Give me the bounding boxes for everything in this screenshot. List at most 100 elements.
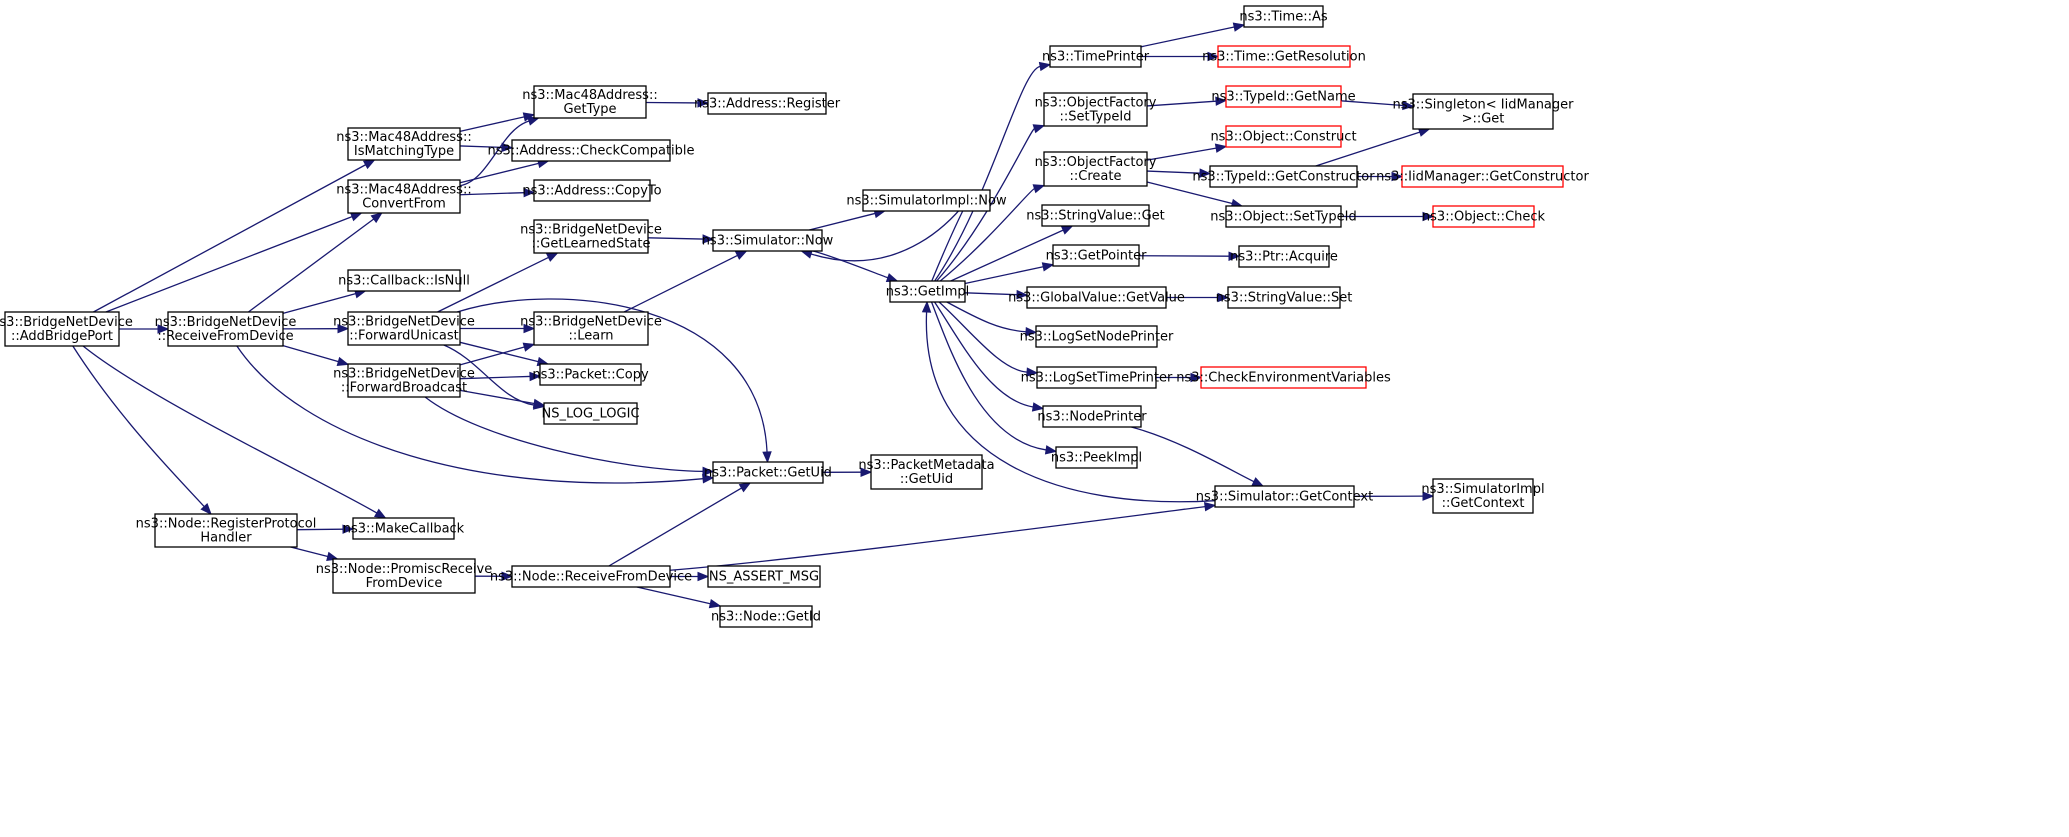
node-label-line: ns3::GetPointer <box>1046 249 1147 264</box>
node-label-line: FromDevice <box>366 576 443 591</box>
edge-line <box>93 165 365 312</box>
node-label-line: ns3::TypeId::GetConstructor <box>1192 170 1375 185</box>
node-timeprinter[interactable]: ns3::TimePrinter <box>1042 46 1150 67</box>
node-node-getid[interactable]: ns3::Node::GetId <box>711 606 821 627</box>
edge-line <box>291 547 328 557</box>
edge-arrowhead <box>736 251 747 259</box>
node-packet-copy[interactable]: ns3::Packet::Copy <box>532 364 649 385</box>
node-makecallback[interactable]: ns3::MakeCallback <box>343 518 465 539</box>
edge-timeprinter-to-time-as <box>1141 23 1244 47</box>
edge-arrowhead <box>337 358 348 366</box>
edge-node-receivefromdevice-to-simulator-getcontext <box>670 503 1215 571</box>
edge-line <box>648 238 703 239</box>
node-time-as[interactable]: ns3::Time::As <box>1239 6 1328 27</box>
node-label-line: ns3::Address::CopyTo <box>522 184 661 199</box>
node-ptr-acquire[interactable]: ns3::Ptr::Acquire <box>1230 246 1338 267</box>
edge-receivefromdevice-to-forwardbroadcast <box>283 346 348 366</box>
node-mac48-ismatchingtype[interactable]: ns3::Mac48Address::IsMatchingType <box>336 128 471 160</box>
edge-line <box>283 346 338 362</box>
node-label-line: ::SetTypeId <box>1059 110 1131 125</box>
edge-line <box>1131 427 1254 482</box>
node-stringvalue-set[interactable]: ns3::StringValue::Set <box>1216 287 1353 308</box>
node-objectfactory-settypeid[interactable]: ns3::ObjectFactory::SetTypeId <box>1035 93 1157 126</box>
node-label-line: ns3::Node::PromiscReceive <box>316 562 492 577</box>
node-time-getresolution[interactable]: ns3::Time::GetResolution <box>1202 46 1366 67</box>
node-address-copyto[interactable]: ns3::Address::CopyTo <box>522 180 661 201</box>
node-logsetnodeprinter[interactable]: ns3::LogSetNodePrinter <box>1020 326 1174 347</box>
node-iidmanager-getconstructor[interactable]: ns3::IidManager::GetConstructor <box>1376 166 1589 187</box>
node-label-line: IsMatchingType <box>354 144 454 159</box>
node-getlearnedstate[interactable]: ns3::BridgeNetDevice::GetLearnedState <box>520 220 662 253</box>
node-learn[interactable]: ns3::BridgeNetDevice::Learn <box>520 312 662 345</box>
node-packet-getuid[interactable]: ns3::Packet::GetUid <box>704 462 832 483</box>
node-label-line: ns3::Singleton< IidManager <box>1392 98 1574 113</box>
node-objectfactory-create[interactable]: ns3::ObjectFactory::Create <box>1035 152 1157 186</box>
edge-arrowhead <box>739 483 750 492</box>
edge-line <box>809 213 875 230</box>
node-address-checkcompatible[interactable]: ns3::Address::CheckCompatible <box>487 140 694 161</box>
node-label-line: ns3::MakeCallback <box>343 522 465 537</box>
node-label-line: NS_ASSERT_MSG <box>709 570 819 585</box>
node-object-settypeid[interactable]: ns3::Object::SetTypeId <box>1210 206 1356 227</box>
node-label-line: >::Get <box>1462 112 1505 127</box>
node-receivefromdevice[interactable]: ns3::BridgeNetDevice::ReceiveFromDevice <box>155 312 297 346</box>
edge-getimpl-to-getpointer <box>965 263 1053 284</box>
edge-line <box>813 251 888 278</box>
node-label-line: ::ForwardBroadcast <box>341 381 467 396</box>
node-stringvalue-get[interactable]: ns3::StringValue::Get <box>1026 205 1164 226</box>
node-ns-log-logic[interactable]: NS_LOG_LOGIC <box>541 403 639 424</box>
node-object-construct[interactable]: ns3::Object::Construct <box>1210 126 1356 147</box>
edge-line <box>637 587 710 604</box>
node-label-line: ns3::PacketMetadata <box>858 458 994 473</box>
edge-arrowhead <box>523 343 534 351</box>
node-ns-assert-msg[interactable]: NS_ASSERT_MSG <box>708 566 820 587</box>
edge-arrowhead <box>698 573 708 581</box>
node-label-line: ns3::Mac48Address:: <box>522 88 657 103</box>
edge-arrowhead <box>763 452 771 462</box>
node-getimpl[interactable]: ns3::GetImpl <box>886 281 970 302</box>
edge-arrowhead <box>923 302 931 312</box>
node-nodeprinter[interactable]: ns3::NodePrinter <box>1037 406 1147 427</box>
node-label-line: ns3::GlobalValue::GetValue <box>1008 291 1185 306</box>
node-label-line: ::ForwardUnicast <box>349 329 458 344</box>
node-label-line: ns3::SimulatorImpl::Now <box>846 194 1007 209</box>
node-label-line: ns3::Object::SetTypeId <box>1210 210 1356 225</box>
edge-line <box>947 302 1026 332</box>
edge-arrowhead <box>375 510 386 518</box>
node-packetmetadata-getuid[interactable]: ns3::PacketMetadata::GetUid <box>858 455 994 489</box>
node-object-check[interactable]: ns3::Object::Check <box>1422 206 1546 227</box>
node-peekimpl[interactable]: ns3::PeekImpl <box>1051 447 1142 468</box>
node-node-receivefromdevice[interactable]: ns3::Node::ReceiveFromDevice <box>490 566 692 587</box>
node-simulatorimpl-now[interactable]: ns3::SimulatorImpl::Now <box>846 190 1007 211</box>
node-getpointer[interactable]: ns3::GetPointer <box>1046 245 1147 266</box>
node-callback-isnull[interactable]: ns3::Callback::IsNull <box>338 270 470 291</box>
nodes-layer: ns3::BridgeNetDevice::AddBridgePortns3::… <box>0 6 1589 627</box>
node-address-register[interactable]: ns3::Address::Register <box>694 93 841 114</box>
node-typeid-getname[interactable]: ns3::TypeId::GetName <box>1211 86 1355 107</box>
node-checkenvironmentvariables[interactable]: ns3::CheckEnvironmentVariables <box>1176 367 1391 388</box>
edge-objectfactory-create-to-object-construct <box>1147 144 1226 160</box>
edge-line <box>624 255 737 312</box>
node-label-line: ::ReceiveFromDevice <box>157 329 293 344</box>
node-forwardbroadcast[interactable]: ns3::BridgeNetDevice::ForwardBroadcast <box>333 364 475 397</box>
node-simulatorimpl-getcontext[interactable]: ns3::SimulatorImpl::GetContext <box>1421 479 1544 513</box>
node-forwardunicast[interactable]: ns3::BridgeNetDevice::ForwardUnicast <box>333 312 475 345</box>
node-mac48-convertfrom[interactable]: ns3::Mac48Address::ConvertFrom <box>336 180 471 213</box>
node-typeid-getconstructor[interactable]: ns3::TypeId::GetConstructor <box>1192 166 1375 187</box>
node-label-line: ::Create <box>1070 169 1122 184</box>
node-label-line: ns3::BridgeNetDevice <box>333 315 475 330</box>
node-simulator-getcontext[interactable]: ns3::Simulator::GetContext <box>1196 486 1373 507</box>
node-simulator-now[interactable]: ns3::Simulator::Now <box>702 230 834 251</box>
node-label-line: ns3::BridgeNetDevice <box>333 367 475 382</box>
node-globalvalue-getvalue[interactable]: ns3::GlobalValue::GetValue <box>1008 287 1185 308</box>
node-singleton-get[interactable]: ns3::Singleton< IidManager>::Get <box>1392 94 1574 129</box>
node-logsettimeprinter[interactable]: ns3::LogSetTimePrinter <box>1021 367 1173 388</box>
node-mac48-gettype[interactable]: ns3::Mac48Address::GetType <box>522 86 657 118</box>
edge-arrowhead <box>351 213 362 220</box>
node-label-line: ns3::PeekImpl <box>1051 451 1142 466</box>
node-label-line: ns3::Ptr::Acquire <box>1230 250 1338 265</box>
node-label-line: ns3::CheckEnvironmentVariables <box>1176 371 1391 386</box>
node-addbridgeport[interactable]: ns3::BridgeNetDevice::AddBridgePort <box>0 312 133 346</box>
